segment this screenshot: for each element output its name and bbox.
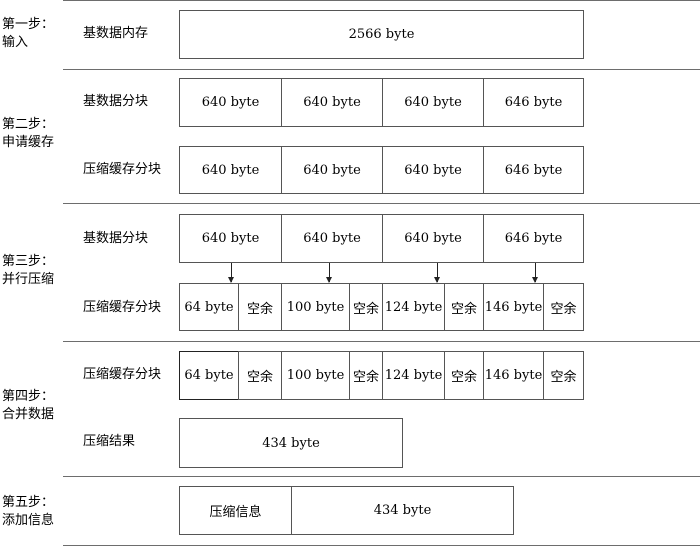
step-2-label: 第二步： 申请缓存 — [2, 116, 54, 152]
compress-arrow — [326, 263, 332, 283]
spare-cell: 空余 — [543, 283, 584, 331]
spare-cell: 空余 — [349, 351, 383, 400]
input-total-cell: 2566 byte — [179, 10, 584, 59]
step-4-subtitle: 合并数据 — [2, 407, 55, 422]
base-block-cell: 640 byte — [281, 214, 383, 263]
step-separator — [63, 476, 700, 477]
base-block-cell: 640 byte — [179, 78, 282, 127]
cache-block-cell: 640 byte — [179, 146, 282, 194]
step-separator — [63, 0, 700, 1]
step-3-title: 第三步： — [2, 254, 55, 269]
result-label: 压缩结果 — [83, 434, 136, 449]
step-2-title: 第二步： — [2, 117, 55, 132]
step-5-label: 第五步： 添加信息 — [2, 494, 54, 530]
compress-arrow — [228, 263, 234, 283]
spare-cell: 空余 — [349, 283, 383, 331]
base-block-cell: 640 byte — [179, 214, 282, 263]
base-block-cell: 640 byte — [281, 78, 383, 127]
step-1-subtitle: 输入 — [2, 35, 29, 50]
spare-cell: 空余 — [444, 351, 484, 400]
step-5-title: 第五步： — [2, 495, 55, 510]
compressed-chunk-cell: 146 byte — [483, 351, 544, 400]
step-separator — [63, 203, 700, 204]
step-1-title: 第一步： — [2, 17, 55, 32]
step-4-label: 第四步： 合并数据 — [2, 388, 54, 424]
result-cell: 434 byte — [179, 418, 403, 468]
base-block-cell: 646 byte — [483, 78, 584, 127]
compressed-chunk-cell: 100 byte — [281, 351, 350, 400]
step-3-label: 第三步： 并行压缩 — [2, 253, 54, 289]
cache-block-cell: 646 byte — [483, 146, 584, 194]
spare-cell: 空余 — [238, 283, 282, 331]
compressed-chunk-cell: 124 byte — [382, 283, 445, 331]
step-5-subtitle: 添加信息 — [2, 513, 55, 528]
step-4-title: 第四步： — [2, 389, 55, 404]
compression-info-cell: 压缩信息 — [179, 486, 292, 535]
base-blocks-label: 基数据分块 — [83, 94, 149, 109]
base-block-cell: 640 byte — [382, 214, 484, 263]
step-2-subtitle: 申请缓存 — [2, 135, 55, 150]
spare-cell: 空余 — [238, 351, 282, 400]
cache-blocks-label: 压缩缓存分块 — [83, 367, 162, 382]
cache-block-cell: 640 byte — [382, 146, 484, 194]
compressed-chunk-cell: 64 byte — [179, 351, 239, 400]
compressed-chunk-cell: 64 byte — [179, 283, 239, 331]
cache-blocks-label: 压缩缓存分块 — [83, 162, 162, 177]
cache-blocks-label: 压缩缓存分块 — [83, 300, 162, 315]
spare-cell: 空余 — [444, 283, 484, 331]
step-1-label: 第一步： 输入 — [2, 16, 54, 52]
base-block-cell: 640 byte — [382, 78, 484, 127]
step-separator — [63, 341, 700, 342]
base-memory-label: 基数据内存 — [83, 26, 149, 41]
compress-arrow — [532, 263, 538, 283]
compressed-chunk-cell: 124 byte — [382, 351, 445, 400]
step-3-subtitle: 并行压缩 — [2, 272, 55, 287]
final-value-cell: 434 byte — [291, 486, 514, 535]
base-block-cell: 646 byte — [483, 214, 584, 263]
base-blocks-label: 基数据分块 — [83, 231, 149, 246]
compressed-chunk-cell: 146 byte — [483, 283, 544, 331]
spare-cell: 空余 — [543, 351, 584, 400]
cache-block-cell: 640 byte — [281, 146, 383, 194]
compress-arrow — [434, 263, 440, 283]
compressed-chunk-cell: 100 byte — [281, 283, 350, 331]
step-separator — [63, 69, 700, 70]
